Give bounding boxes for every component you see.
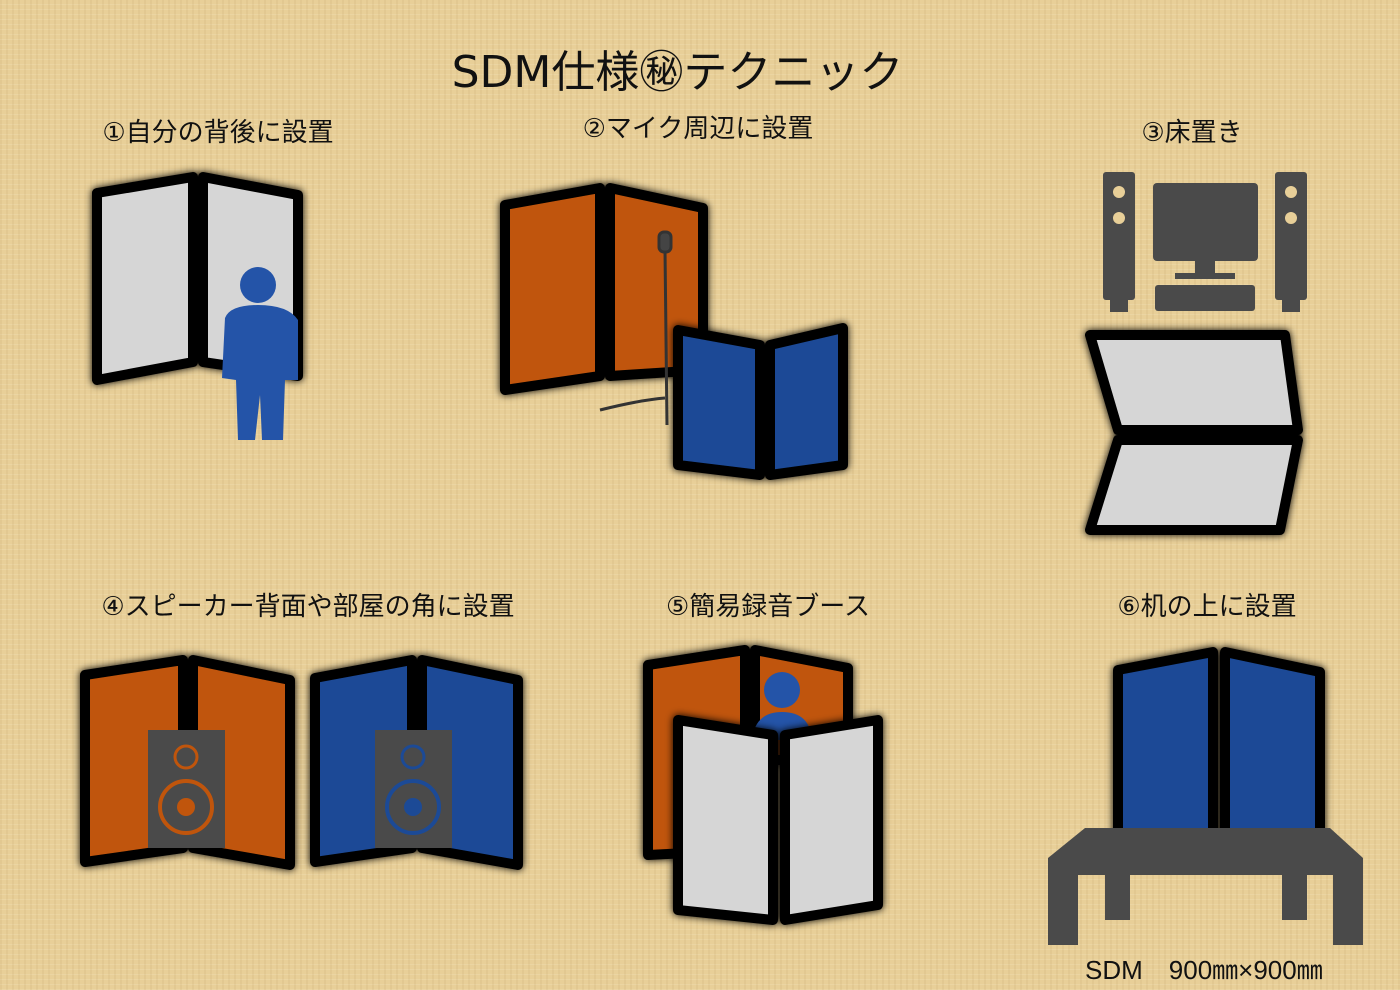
- scene-6-label: ⑥机の上に設置: [1117, 592, 1297, 622]
- home-theater-icon: [1103, 172, 1307, 312]
- speaker-icons: [148, 730, 452, 848]
- scene-4-label: ④スピーカー背面や部屋の角に設置: [101, 592, 515, 622]
- scene-1-person-icon: [222, 267, 298, 440]
- microphone-stand-icon: [599, 230, 673, 426]
- scene-3-label: ③床置き: [1141, 118, 1243, 148]
- desk-icon: [1048, 828, 1363, 945]
- scene-5-front-panels: [673, 715, 883, 925]
- scene-1-label: ①自分の背後に設置: [102, 118, 334, 148]
- scene-2-small-panels: [673, 323, 848, 480]
- scene-2-label: ②マイク周辺に設置: [582, 114, 814, 144]
- page-title: SDM仕様㊙テクニック: [451, 47, 904, 98]
- scene-5-label: ⑤簡易録音ブース: [665, 592, 871, 622]
- scene-3-floor-panels: [1085, 330, 1303, 535]
- scene-6-panels: [1113, 647, 1325, 857]
- size-note: SDM 900㎜×900㎜: [1085, 955, 1323, 985]
